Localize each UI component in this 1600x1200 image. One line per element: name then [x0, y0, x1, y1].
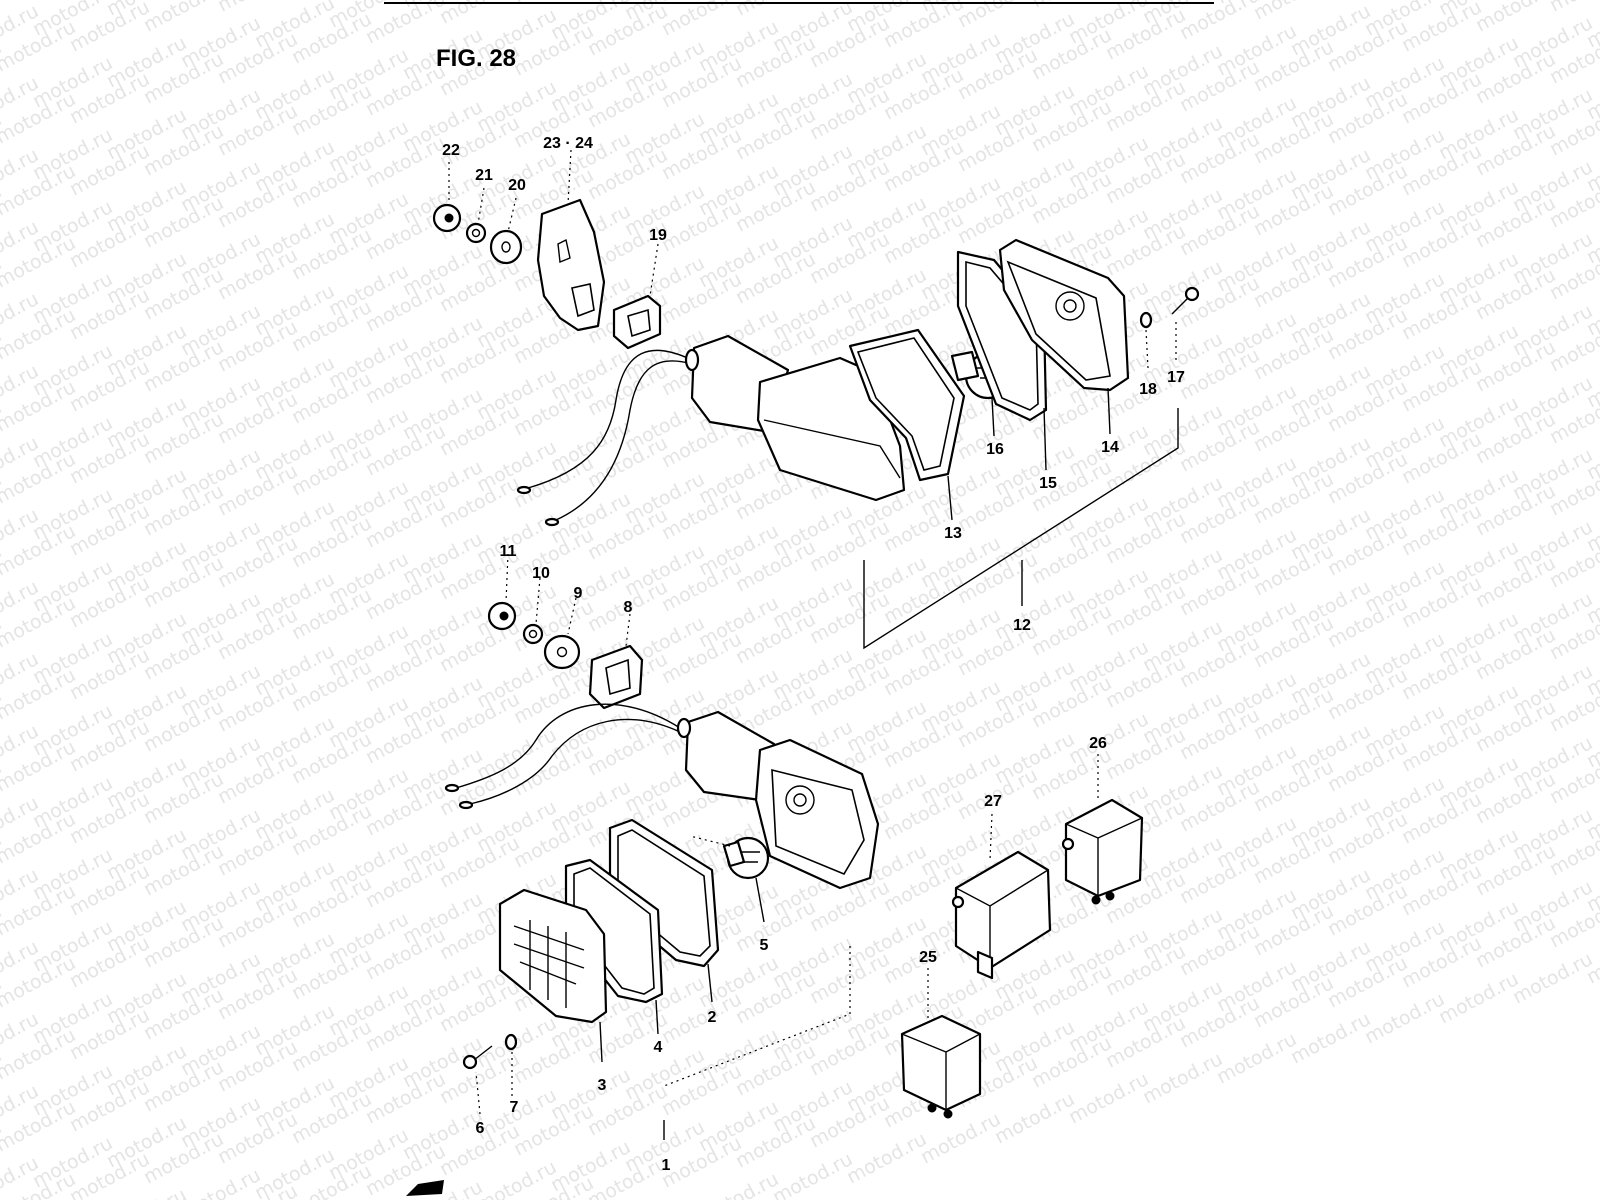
- figure-title: FIG. 28: [436, 45, 516, 72]
- callout-2: 2: [708, 1009, 717, 1026]
- part-6-screw: [462, 1045, 493, 1070]
- part-25-relay: [900, 1014, 982, 1119]
- upper-turn-signal-housing: [684, 334, 906, 502]
- callout-20: 20: [508, 177, 526, 194]
- watermark-text: motod.ru: [177, 1164, 264, 1200]
- callout-13: 13: [944, 525, 962, 542]
- watermark-text: motod.ru: [843, 1128, 930, 1188]
- part-22-nut: [432, 203, 462, 233]
- watermark-text: motod.ru: [1139, 1048, 1226, 1108]
- callout-26: 26: [1089, 735, 1107, 752]
- callout-10: 10: [532, 565, 550, 582]
- callout-18: 18: [1139, 381, 1157, 398]
- lower-turn-signal-housing: [676, 710, 880, 890]
- watermark-text: motod.ru: [658, 0, 745, 40]
- callout-14: 14: [1101, 439, 1119, 456]
- callout-6: 6: [476, 1120, 485, 1137]
- callout-1: 1: [662, 1157, 671, 1174]
- lower-wire-harness: [444, 703, 681, 810]
- callout-labels: 22 21 20 23 · 24 19 13 16 15 14 18 17 12…: [442, 135, 1185, 1174]
- part-14-lens: [998, 238, 1130, 392]
- callout-9: 9: [574, 585, 583, 602]
- watermark-text: motod.ru: [954, 0, 1041, 32]
- part-3-lens: [498, 888, 608, 1024]
- watermark-text: motod.ru: [1546, 0, 1600, 16]
- part-21-lock-washer: [465, 222, 487, 244]
- watermark-text: motod.ru: [1509, 948, 1596, 1008]
- watermark-text: motod.ru: [1213, 1028, 1300, 1088]
- callout-19: 19: [649, 227, 667, 244]
- part-23-24-bracket: [536, 198, 606, 332]
- callout-17: 17: [1167, 369, 1185, 386]
- callout-5: 5: [760, 937, 769, 954]
- part-18-washer: [1139, 311, 1153, 329]
- watermark-text: motod.ru: [1287, 1008, 1374, 1068]
- watermark-text: motod.ru: [917, 1108, 1004, 1168]
- leader-lines: [448, 149, 1179, 1140]
- part-5-bulb: [722, 836, 770, 880]
- callout-25: 25: [919, 949, 937, 966]
- watermark-text: motod.ru: [695, 1168, 782, 1200]
- watermark-text: motod.ru: [991, 1088, 1078, 1148]
- part-7-washer: [504, 1033, 518, 1051]
- part-11-nut: [487, 601, 517, 631]
- part-9-washer: [543, 634, 581, 670]
- callout-11: 11: [500, 543, 517, 560]
- callout-15: 15: [1039, 475, 1057, 492]
- watermark-text: motod.ru: [1472, 0, 1559, 36]
- part-20-washer: [489, 229, 523, 265]
- part-10-lock-washer: [522, 623, 544, 645]
- callout-12: 12: [1013, 617, 1031, 634]
- callout-4: 4: [654, 1039, 663, 1056]
- part-13-gasket: [848, 328, 966, 482]
- upper-wire-harness: [516, 349, 693, 527]
- part-19-grommet: [612, 294, 662, 350]
- forward-arrow-icon: [406, 1180, 444, 1196]
- part-26-relay: [1061, 798, 1144, 905]
- part-8-grommet: [588, 644, 644, 710]
- callout-3: 3: [598, 1077, 607, 1094]
- callout-21: 21: [475, 167, 493, 184]
- callout-23-24: 23 · 24: [543, 135, 593, 152]
- watermark-text: motod.ru: [1435, 968, 1522, 1028]
- callout-22: 22: [442, 142, 460, 159]
- callout-16: 16: [986, 441, 1004, 458]
- callout-8: 8: [624, 599, 633, 616]
- watermark-text: motod.ru: [769, 1148, 856, 1200]
- watermark-text: motod.ru: [1065, 1068, 1152, 1128]
- part-27-relay: [951, 850, 1052, 980]
- watermark-text: motod.ru: [1361, 988, 1448, 1048]
- watermark-text: motod.ru: [140, 0, 227, 36]
- part-17-screw: [1171, 286, 1200, 315]
- callout-7: 7: [510, 1099, 519, 1116]
- callout-27: 27: [984, 793, 1002, 810]
